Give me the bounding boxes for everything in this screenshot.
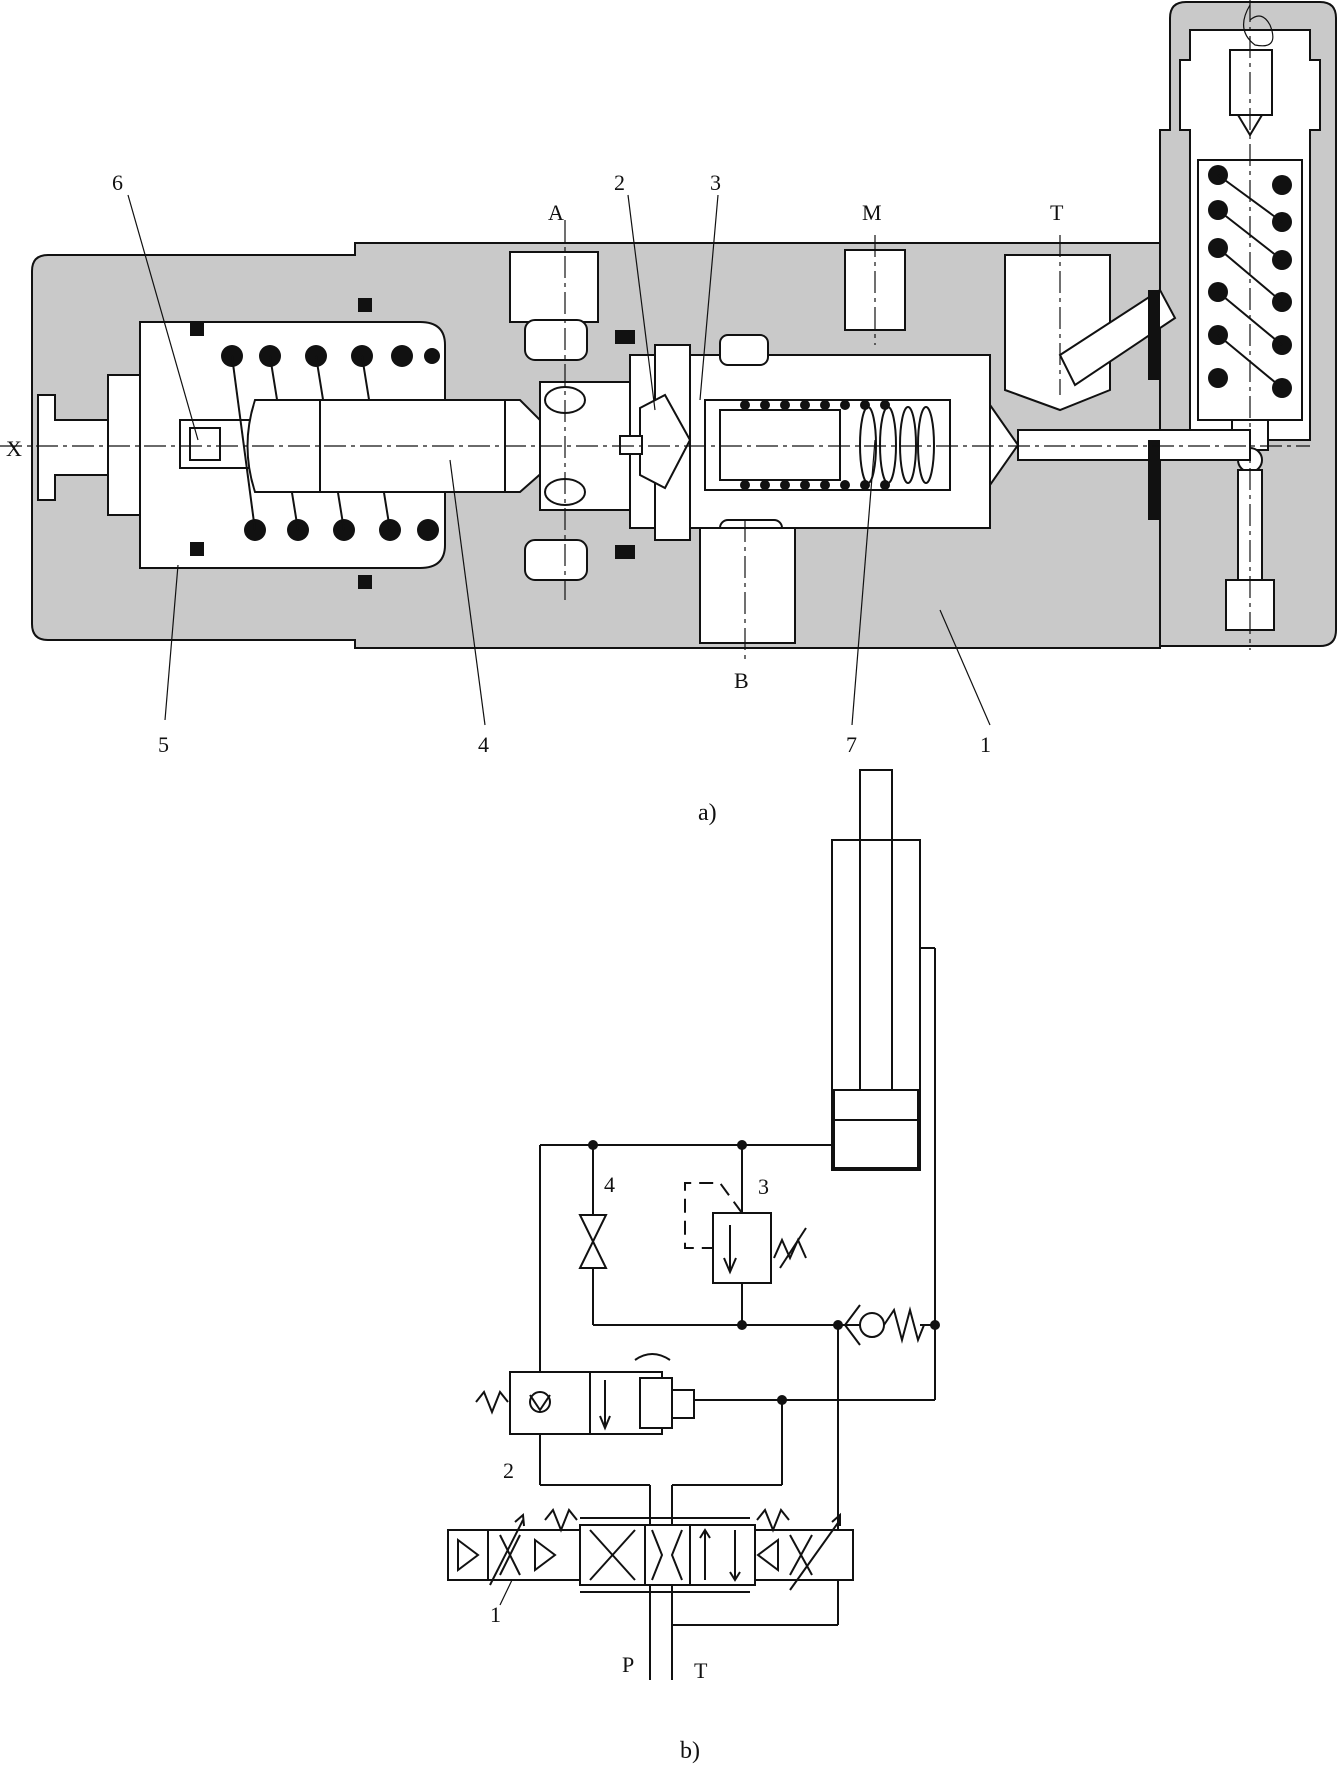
caption-b: b) xyxy=(680,1738,700,1764)
label-port-a: A xyxy=(548,200,564,225)
main-spring-left xyxy=(221,345,440,541)
port-a-groove xyxy=(524,319,588,361)
pilot-wire xyxy=(1243,4,1274,47)
port-t-channel xyxy=(1058,288,1177,387)
pilot-screw xyxy=(1229,49,1273,116)
proportional-valve-1 xyxy=(447,1508,854,1593)
port-a-groove-lower xyxy=(524,539,588,581)
label-part-3: 3 xyxy=(710,170,721,195)
inner-spring-7 xyxy=(740,400,935,490)
label-port-m: M xyxy=(862,200,882,225)
damper-insert xyxy=(189,427,221,461)
label-part-7: 7 xyxy=(846,732,857,757)
relief-valve-3 xyxy=(684,1182,807,1284)
junction-dots xyxy=(588,1140,940,1560)
label-port-t-schematic: T xyxy=(694,1658,708,1683)
throttle-valve-4 xyxy=(578,1214,608,1269)
label-part-1: 1 xyxy=(980,732,991,757)
end-flange xyxy=(107,374,141,516)
label-part-5: 5 xyxy=(158,732,169,757)
port-b-cavity xyxy=(699,527,796,644)
poppet-stem xyxy=(619,435,643,455)
caption-a: a) xyxy=(698,800,717,826)
label-part-2: 2 xyxy=(614,170,625,195)
hydraulic-schematic: 4 3 2 1 P T b) xyxy=(447,769,940,1764)
hydraulic-cylinder xyxy=(831,769,936,1400)
label-component-2: 2 xyxy=(503,1458,514,1483)
valve-section-view: X A M T B 1 2 3 4 5 6 7 a) xyxy=(0,0,1337,826)
poppet-2 xyxy=(639,393,692,490)
inner-plunger xyxy=(719,409,841,481)
label-port-p: P xyxy=(622,1652,634,1677)
label-port-b: B xyxy=(734,668,749,693)
cylinder-rod xyxy=(859,839,893,1091)
label-port-x: X xyxy=(6,436,22,461)
label-component-4: 4 xyxy=(604,1172,615,1197)
label-part-6: 6 xyxy=(112,170,123,195)
label-component-1: 1 xyxy=(490,1602,501,1627)
port-a-cavity xyxy=(509,251,599,323)
label-part-4: 4 xyxy=(478,732,489,757)
sleeve-port-upper xyxy=(719,334,769,366)
label-component-3: 3 xyxy=(758,1174,769,1199)
check-valve xyxy=(843,1304,925,1346)
seal-rings xyxy=(190,290,1160,589)
label-port-t: T xyxy=(1050,200,1064,225)
solenoid-valve-2 xyxy=(475,1353,695,1435)
leader-lines xyxy=(127,194,991,726)
cylinder-piston xyxy=(833,1089,919,1121)
right-bore xyxy=(1017,429,1251,461)
sleeve-tip xyxy=(989,401,1020,489)
